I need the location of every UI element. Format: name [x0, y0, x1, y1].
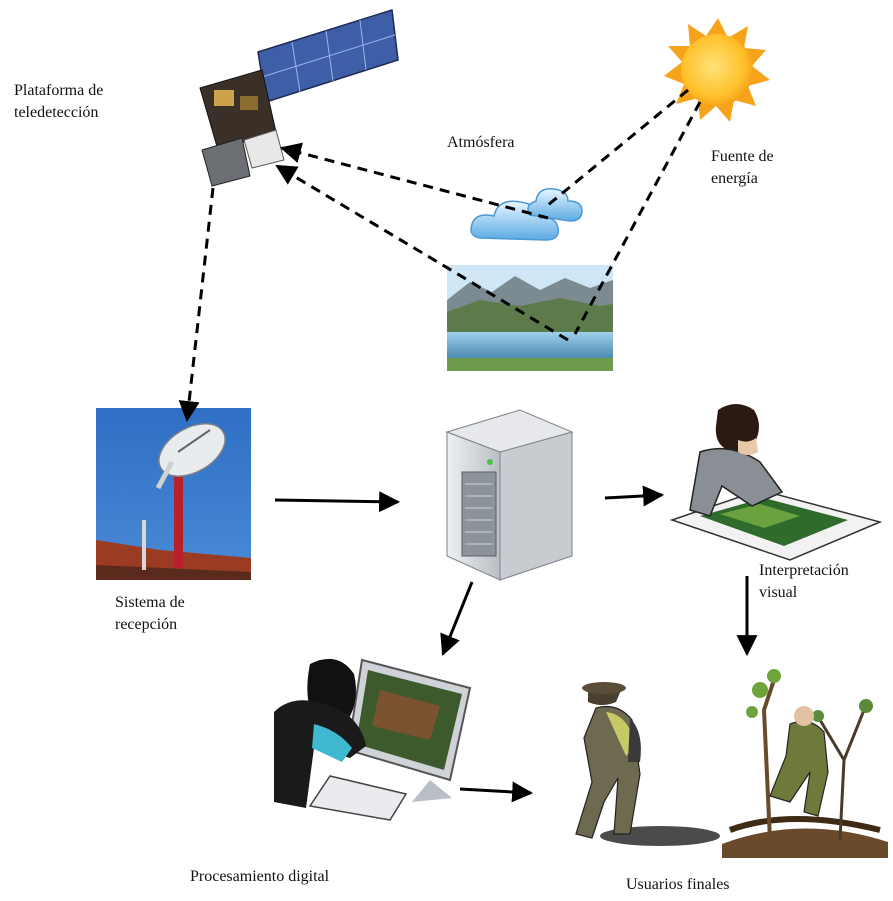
label-platform: Plataforma de teledetección [14, 82, 104, 121]
arrow-satellite-to-reception [178, 187, 215, 423]
satellite-icon [199, 9, 399, 187]
label-energy-source: Fuente de energía [711, 148, 774, 187]
server-tower-icon [445, 409, 574, 581]
label-atmosphere: Atmósfera [447, 134, 515, 151]
arrow-server-to-digital [440, 581, 474, 656]
label-visual-interpretation: Interpretación visual [759, 562, 849, 601]
arrow-sun-to-land [573, 101, 702, 335]
label-end-users: Usuarios finales [626, 876, 730, 893]
arrow-reception-to-server [274, 491, 401, 513]
hiker-icon [575, 682, 720, 846]
cloud-icon [470, 188, 583, 241]
tree-planter-icon [722, 669, 888, 858]
label-reception-system: Sistema de recepción [115, 594, 185, 633]
computer-user-icon [274, 658, 472, 821]
arrow-land-to-satellite [275, 164, 569, 342]
antenna-dish-icon [96, 408, 251, 580]
arrow-sun-to-cloud [547, 88, 689, 207]
arrow-digital-to-users [459, 781, 534, 803]
analyst-icon [669, 404, 883, 561]
label-digital-processing: Procesamiento digital [190, 868, 330, 885]
sun-icon [664, 18, 770, 122]
arrow-cloud-to-satellite [279, 142, 549, 220]
arrow-server-to-analyst [604, 485, 665, 507]
